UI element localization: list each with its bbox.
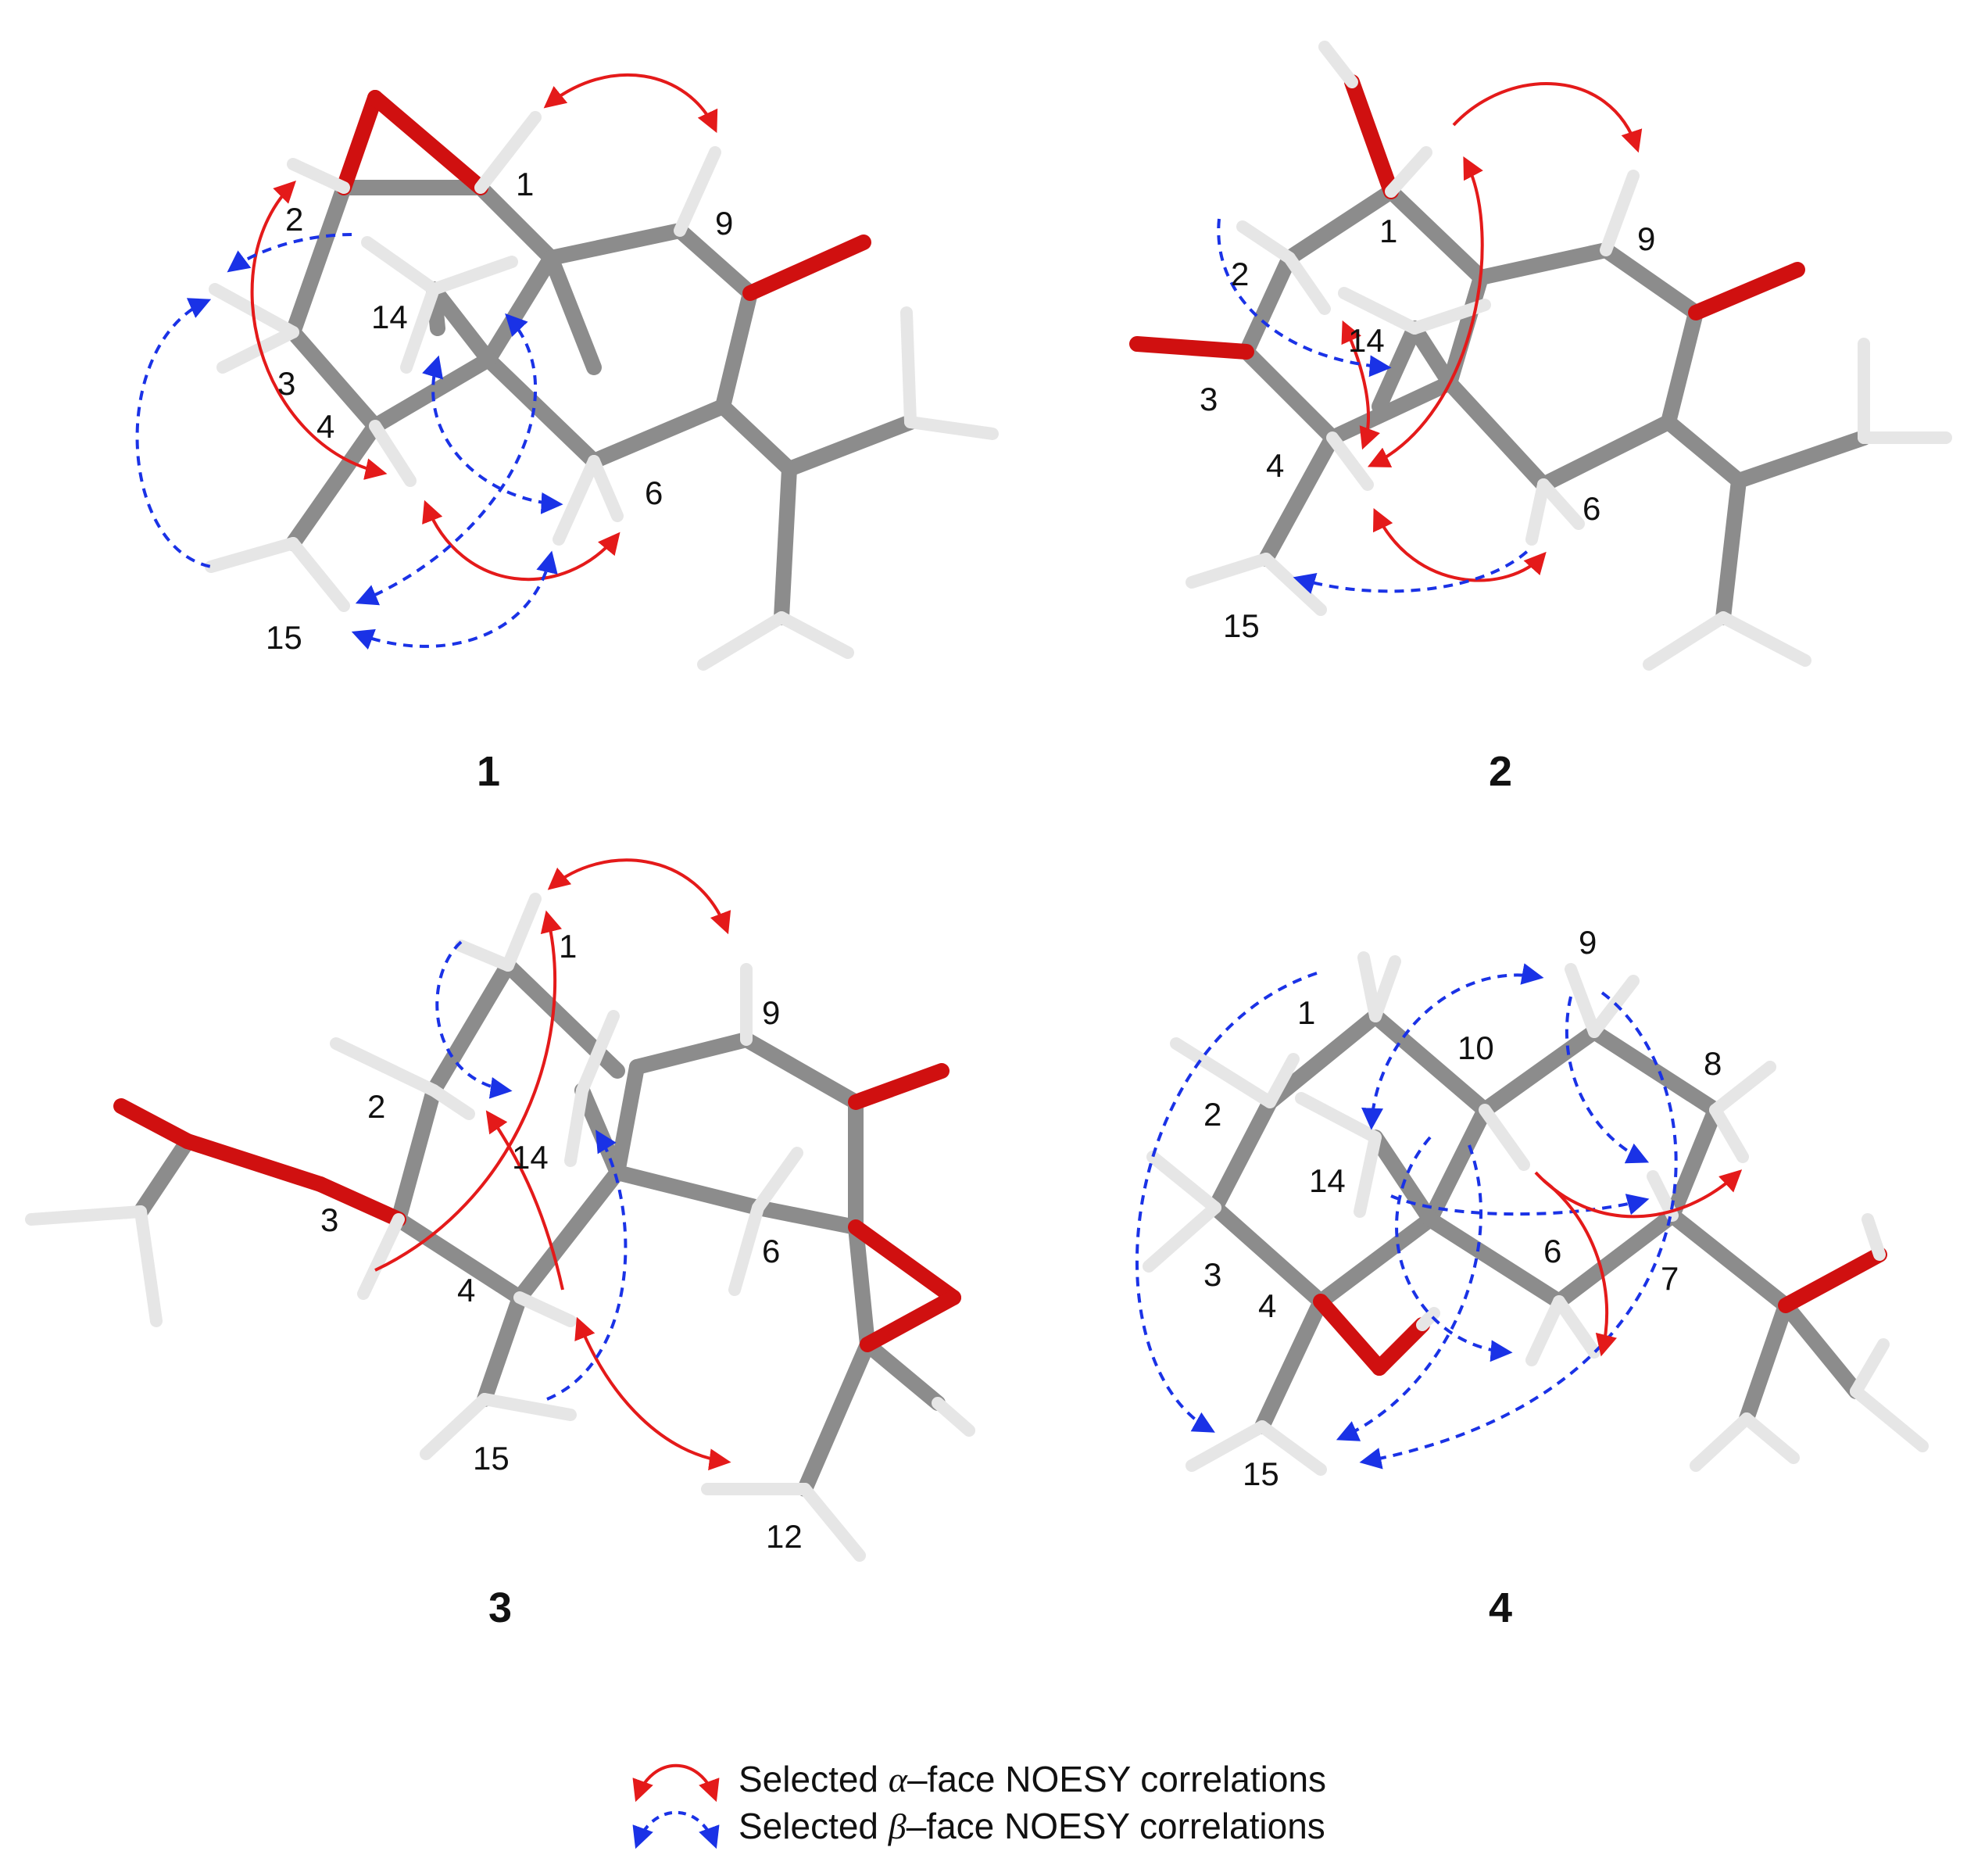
alpha-noesy-arrow <box>1542 1179 1618 1357</box>
atom-label: 9 <box>1637 220 1655 257</box>
molecule-1-noesy <box>135 73 718 650</box>
beta-noesy-arrow <box>1390 1194 1650 1216</box>
legend-alpha-arrow <box>632 1763 720 1803</box>
alpha-noesy-arrow <box>250 181 388 480</box>
atom-label: 3 <box>1200 381 1218 417</box>
alpha-noesy-arrow <box>1341 320 1380 450</box>
legend: Selected α–face NOESY correlations Selec… <box>632 1759 1326 1849</box>
alpha-noesy-arrow <box>547 858 731 935</box>
beta-noesy-arrow <box>435 940 513 1099</box>
compound-number: 1 <box>477 748 500 795</box>
atom-label: 8 <box>1704 1045 1722 1082</box>
atom-label: 2 <box>1203 1096 1221 1133</box>
molecule-2: 1 9 2 14 3 4 6 15 2 <box>1129 41 1952 795</box>
legend-alpha-text: Selected α–face NOESY correlations <box>739 1759 1326 1799</box>
beta-noesy-arrow <box>355 313 537 606</box>
molecule-3-noesy <box>374 858 731 1471</box>
atom-label: 10 <box>1457 1029 1494 1066</box>
alpha-noesy-arrow <box>422 499 620 582</box>
molecule-1-skeleton <box>205 90 999 671</box>
molecule-3-skeleton <box>25 893 975 1562</box>
atom-label: 14 <box>1348 322 1385 359</box>
beta-noesy-arrow <box>1135 972 1318 1433</box>
atom-label: 15 <box>473 1440 510 1477</box>
alpha-noesy-arrow <box>543 73 718 134</box>
molecule-1-atom-labels: 1 2 14 9 3 4 6 15 <box>266 166 733 656</box>
molecule-4-noesy <box>1135 963 1743 1470</box>
legend-beta-text: Selected β–face NOESY correlations <box>739 1806 1325 1846</box>
atom-label: 3 <box>1203 1256 1221 1293</box>
atom-label: 4 <box>1266 447 1284 484</box>
atom-label: 14 <box>371 299 408 335</box>
beta-noesy-arrow <box>1361 963 1544 1130</box>
alpha-noesy-arrow <box>574 1316 731 1471</box>
molecule-2-skeleton <box>1129 41 1952 671</box>
alpha-noesy-arrow <box>1452 82 1643 153</box>
compound-number: 3 <box>488 1584 512 1631</box>
atom-label: 1 <box>1379 213 1397 249</box>
compound-number: 2 <box>1489 748 1512 795</box>
atom-label: 6 <box>1583 490 1600 527</box>
atom-label: 7 <box>1661 1260 1679 1297</box>
atom-label: 1 <box>516 166 534 202</box>
alpha-noesy-arrow <box>485 1110 564 1291</box>
atom-label: 9 <box>715 205 733 242</box>
molecule-3-atom-labels: 1 9 2 14 3 6 4 15 12 <box>320 928 803 1555</box>
atom-label: 6 <box>762 1233 780 1269</box>
molecule-3: 1 9 2 14 3 6 4 15 12 3 <box>25 858 975 1631</box>
atom-label: 15 <box>1223 607 1260 644</box>
atom-label: 12 <box>766 1518 803 1555</box>
alpha-noesy-arrow <box>1534 1169 1743 1219</box>
beta-noesy-arrow <box>1293 546 1533 594</box>
legend-beta-arrow <box>632 1810 720 1849</box>
atom-label: 1 <box>559 928 577 965</box>
atom-label: 14 <box>1309 1162 1346 1199</box>
beta-noesy-arrow <box>1395 1136 1513 1362</box>
atom-label: 4 <box>457 1272 475 1309</box>
atom-label: 6 <box>1543 1233 1561 1269</box>
legend-beta: Selected β–face NOESY correlations <box>632 1806 1325 1849</box>
atom-label: 15 <box>266 619 302 656</box>
beta-noesy-arrow <box>1336 1144 1482 1441</box>
alpha-noesy-arrow <box>1373 507 1547 582</box>
alpha-noesy-arrow <box>1367 156 1484 467</box>
atom-label: 9 <box>1579 924 1597 961</box>
molecule-4: 9 1 10 8 2 14 3 6 7 4 15 4 <box>1135 924 1929 1631</box>
atom-label: 14 <box>512 1139 549 1176</box>
atom-label: 2 <box>367 1088 385 1125</box>
atom-label: 3 <box>277 365 295 402</box>
atom-label: 3 <box>320 1201 338 1238</box>
atom-label: 15 <box>1243 1455 1279 1492</box>
beta-noesy-arrow <box>546 1130 628 1401</box>
molecule-4-skeleton <box>1143 951 1929 1476</box>
atom-label: 1 <box>1297 994 1315 1031</box>
beta-noesy-arrow <box>351 550 558 650</box>
beta-noesy-arrow <box>422 355 563 514</box>
atom-label: 2 <box>285 201 303 238</box>
atom-label: 6 <box>645 474 663 511</box>
molecule-2-noesy <box>1217 82 1643 594</box>
atom-label: 9 <box>762 994 780 1031</box>
molecule-1: 1 2 14 9 3 4 6 15 1 <box>135 73 999 795</box>
molecule-2-atom-labels: 1 9 2 14 3 4 6 15 <box>1200 213 1655 644</box>
atom-label: 2 <box>1231 256 1249 292</box>
compound-number: 4 <box>1489 1584 1512 1631</box>
alpha-noesy-arrow <box>374 910 563 1272</box>
beta-noesy-arrow <box>1565 996 1650 1164</box>
legend-alpha: Selected α–face NOESY correlations <box>632 1759 1326 1803</box>
beta-noesy-arrow <box>135 298 212 568</box>
atom-label: 4 <box>317 408 334 445</box>
atom-label: 4 <box>1258 1287 1276 1324</box>
beta-noesy-arrow <box>1359 991 1678 1470</box>
molecule-4-atom-labels: 9 1 10 8 2 14 3 6 7 4 15 <box>1203 924 1722 1492</box>
